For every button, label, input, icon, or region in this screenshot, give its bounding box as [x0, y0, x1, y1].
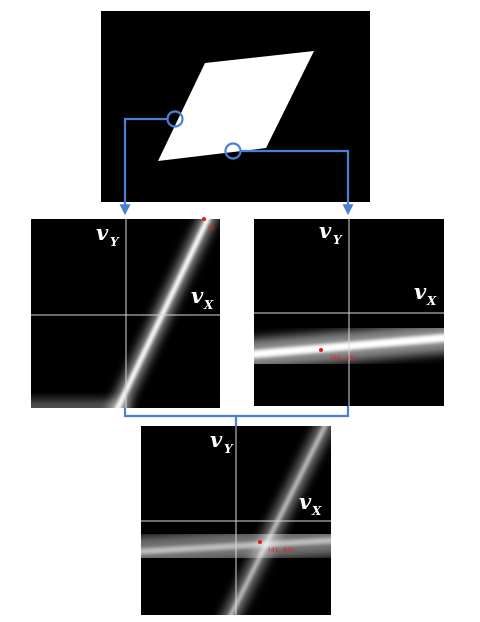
velocity-point-right: [319, 348, 323, 352]
vx-subscript-left: X: [203, 298, 214, 312]
vy-subscript-right: Y: [333, 233, 343, 247]
vx-label-combined: v: [299, 489, 312, 514]
motion-constraint-line-left: [114, 219, 211, 408]
connectors-top: [119, 110, 354, 216]
vx-label-left: v: [191, 283, 204, 308]
velocity-panel-right: (69,-35) v Y v X: [254, 218, 444, 406]
velocity-panel-combined: (41,-60) v Y v X: [141, 426, 331, 615]
parallelogram-shape: [158, 51, 314, 161]
velocity-point-label-combined: (41,-60): [268, 546, 294, 554]
vx-subscript-right: X: [426, 294, 437, 308]
connector-arrow-left: [119, 117, 168, 216]
vx-label-right: v: [414, 279, 427, 304]
left-panel-edge-glow: [31, 400, 130, 408]
vy-subscript-left: Y: [110, 235, 120, 249]
vy-label-combined: v: [210, 427, 223, 452]
vy-label-left: v: [96, 220, 109, 245]
velocity-point-label-right: (69,-35): [330, 354, 356, 362]
source-image-panel: [101, 11, 370, 202]
vy-label-right: v: [319, 218, 332, 243]
connectors-merge: [123, 406, 350, 426]
velocity-point-left: [202, 217, 206, 221]
combined-diagonal-band: [228, 426, 328, 615]
velocity-point-combined: [258, 540, 262, 544]
vy-subscript-combined: Y: [224, 442, 234, 456]
connector-arrow-right: [240, 149, 354, 216]
vx-subscript-combined: X: [311, 504, 322, 518]
velocity-panel-left: (5 v Y v X: [31, 217, 220, 408]
velocity-point-label-left: (5: [208, 224, 215, 232]
